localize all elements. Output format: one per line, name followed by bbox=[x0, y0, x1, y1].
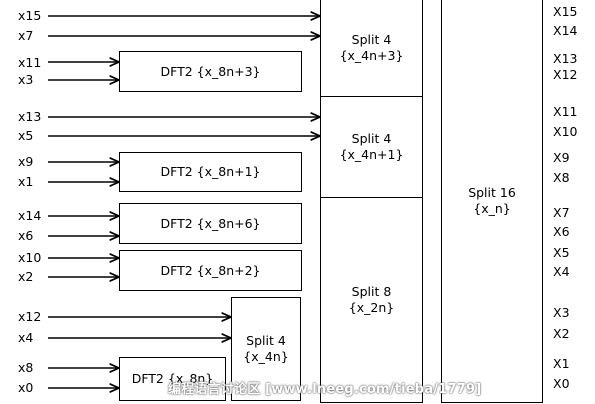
dft2-block-8n1: DFT2 {x_8n+1} bbox=[119, 152, 302, 192]
output-label-X7: X7 bbox=[553, 205, 570, 220]
dft2-block-8n-label: DFT2 {x_8n} bbox=[131, 371, 214, 386]
output-label-X9: X9 bbox=[553, 150, 570, 165]
input-label-x9: x9 bbox=[18, 154, 34, 169]
output-label-X10: X10 bbox=[553, 124, 578, 139]
dft2-block-8n3: DFT2 {x_8n+3} bbox=[119, 51, 302, 92]
input-label-x6: x6 bbox=[18, 228, 34, 243]
dft2-block-8n6: DFT2 {x_8n+6} bbox=[119, 203, 302, 244]
split8-block: Split 8 {x_2n} bbox=[320, 197, 423, 403]
output-label-X0: X0 bbox=[553, 376, 570, 391]
output-label-X11: X11 bbox=[553, 104, 578, 119]
output-label-X4: X4 bbox=[553, 264, 570, 279]
split16-subtitle: {x_n} bbox=[473, 200, 511, 216]
split4-mid-title: Split 4 bbox=[351, 131, 392, 146]
dft2-block-8n2: DFT2 {x_8n+2} bbox=[119, 250, 302, 291]
input-label-x8: x8 bbox=[18, 360, 34, 375]
output-label-X12: X12 bbox=[553, 67, 578, 82]
output-label-X1: X1 bbox=[553, 356, 570, 371]
input-label-x1: x1 bbox=[18, 174, 34, 189]
dft2-block-8n2-label: DFT2 {x_8n+2} bbox=[160, 262, 261, 278]
input-label-x15: x15 bbox=[18, 8, 42, 23]
dft2-block-8n: DFT2 {x_8n} bbox=[119, 357, 226, 401]
output-label-X6: X6 bbox=[553, 224, 570, 239]
input-label-x2: x2 bbox=[18, 269, 34, 284]
input-label-x14: x14 bbox=[18, 208, 42, 223]
split4-top-title: Split 4 bbox=[351, 31, 392, 47]
input-label-x10: x10 bbox=[18, 250, 42, 265]
output-label-X14: X14 bbox=[553, 23, 578, 38]
split4-block-small: Split 4 {x_4n} bbox=[231, 297, 301, 401]
split8-subtitle: {x_2n} bbox=[348, 300, 395, 315]
split4-block-mid: Split 4 {x_4n+1} bbox=[320, 96, 423, 198]
output-label-X3: X3 bbox=[553, 305, 570, 320]
split4-small-title: Split 4 bbox=[246, 333, 286, 348]
output-label-X2: X2 bbox=[553, 326, 570, 341]
input-label-x5: x5 bbox=[18, 128, 34, 143]
output-label-X5: X5 bbox=[553, 245, 570, 260]
output-label-X8: X8 bbox=[553, 170, 570, 185]
split4-mid-subtitle: {x_4n+1} bbox=[339, 147, 404, 162]
dft2-block-8n1-label: DFT2 {x_8n+1} bbox=[160, 164, 261, 179]
input-label-x4: x4 bbox=[18, 330, 34, 345]
watermark-text: 编程语言讨论区 [www.lneeg.com/tieba/1779] bbox=[168, 382, 482, 397]
input-label-x7: x7 bbox=[18, 28, 34, 43]
split16-block: Split 16 {x_n} bbox=[441, 0, 543, 403]
split4-small-subtitle: {x_4n} bbox=[243, 349, 289, 364]
output-label-X15: X15 bbox=[553, 4, 578, 19]
input-label-x3: x3 bbox=[18, 72, 34, 87]
input-label-x0: x0 bbox=[18, 380, 34, 395]
input-label-x11: x11 bbox=[18, 55, 42, 70]
split8-title: Split 8 bbox=[351, 284, 392, 299]
input-label-x13: x13 bbox=[18, 109, 42, 124]
input-label-x12: x12 bbox=[18, 309, 42, 324]
dft2-block-8n6-label: DFT2 {x_8n+6} bbox=[160, 215, 261, 231]
split4-block-top: Split 4 {x_4n+3} bbox=[320, 0, 423, 97]
split16-title: Split 16 bbox=[468, 184, 516, 200]
split4-top-subtitle: {x_4n+3} bbox=[339, 47, 404, 63]
output-label-X13: X13 bbox=[553, 51, 578, 66]
dft2-block-8n3-label: DFT2 {x_8n+3} bbox=[160, 63, 261, 79]
